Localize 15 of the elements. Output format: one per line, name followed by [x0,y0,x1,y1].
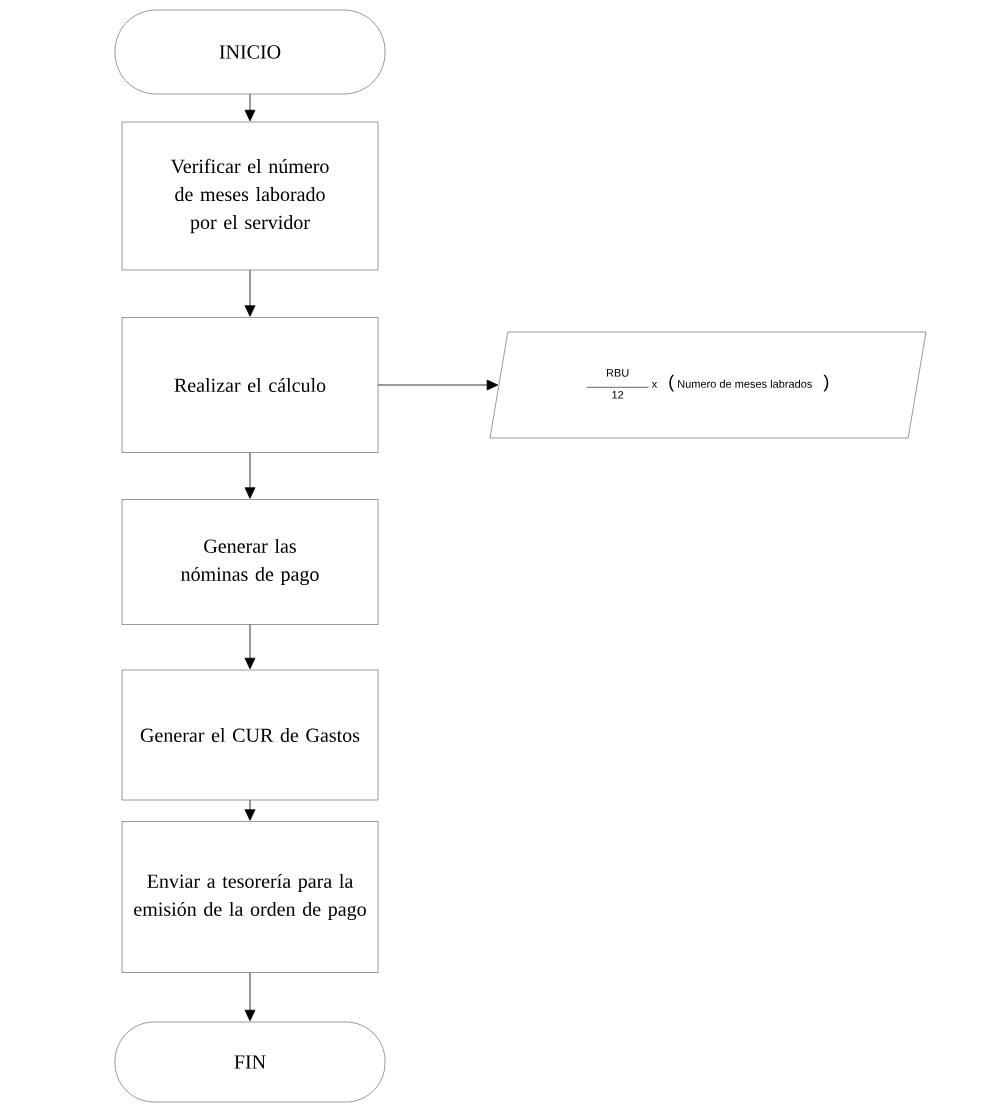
arrow [244,452,256,499]
start-terminal: INICIO [114,9,386,95]
process-box: Enviar a tesorería para la emisión de la orden de pago [121,821,379,973]
arrow [244,799,256,821]
end-terminal: FIN [114,1021,386,1103]
arrow [244,269,256,317]
arrow [244,624,256,670]
process-box: Generar el CUR de Gastos [121,669,379,801]
arrow [244,93,256,122]
process-box: Realizar el cálculo [121,317,379,453]
arrow [244,972,256,1022]
arrow [377,379,499,391]
process-box: Verificar el número de meses laborado por el servidor [121,121,379,271]
data-parallelogram: RBU 12 x ( Numero de meses labrados ) [489,331,927,439]
process-box: Generar las nóminas de pago [121,499,379,625]
